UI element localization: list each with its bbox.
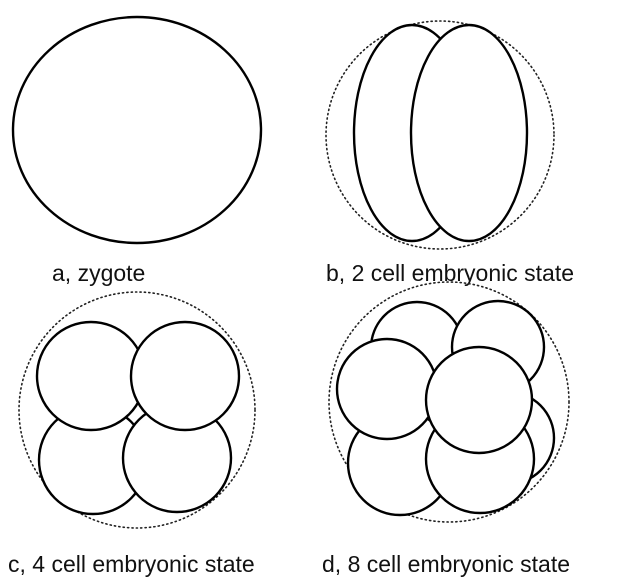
caption-four-cell: c, 4 cell embryonic state [8, 551, 255, 577]
blastomere-right [411, 25, 527, 241]
panel-eight-cell: d, 8 cell embryonic state [322, 282, 570, 577]
caption-zygote: a, zygote [52, 260, 145, 286]
caption-two-cell: b, 2 cell embryonic state [326, 260, 574, 286]
blastomere-front-left [337, 339, 437, 439]
blastomere-front-center [426, 347, 532, 453]
caption-eight-cell: d, 8 cell embryonic state [322, 551, 570, 577]
panel-two-cell: b, 2 cell embryonic state [326, 21, 574, 286]
panel-four-cell: c, 4 cell embryonic state [8, 292, 255, 577]
zygote-cell [13, 17, 261, 243]
blastomere-front-right [131, 322, 239, 430]
blastomere-front-left [37, 322, 145, 430]
panel-zygote: a, zygote [13, 17, 261, 286]
